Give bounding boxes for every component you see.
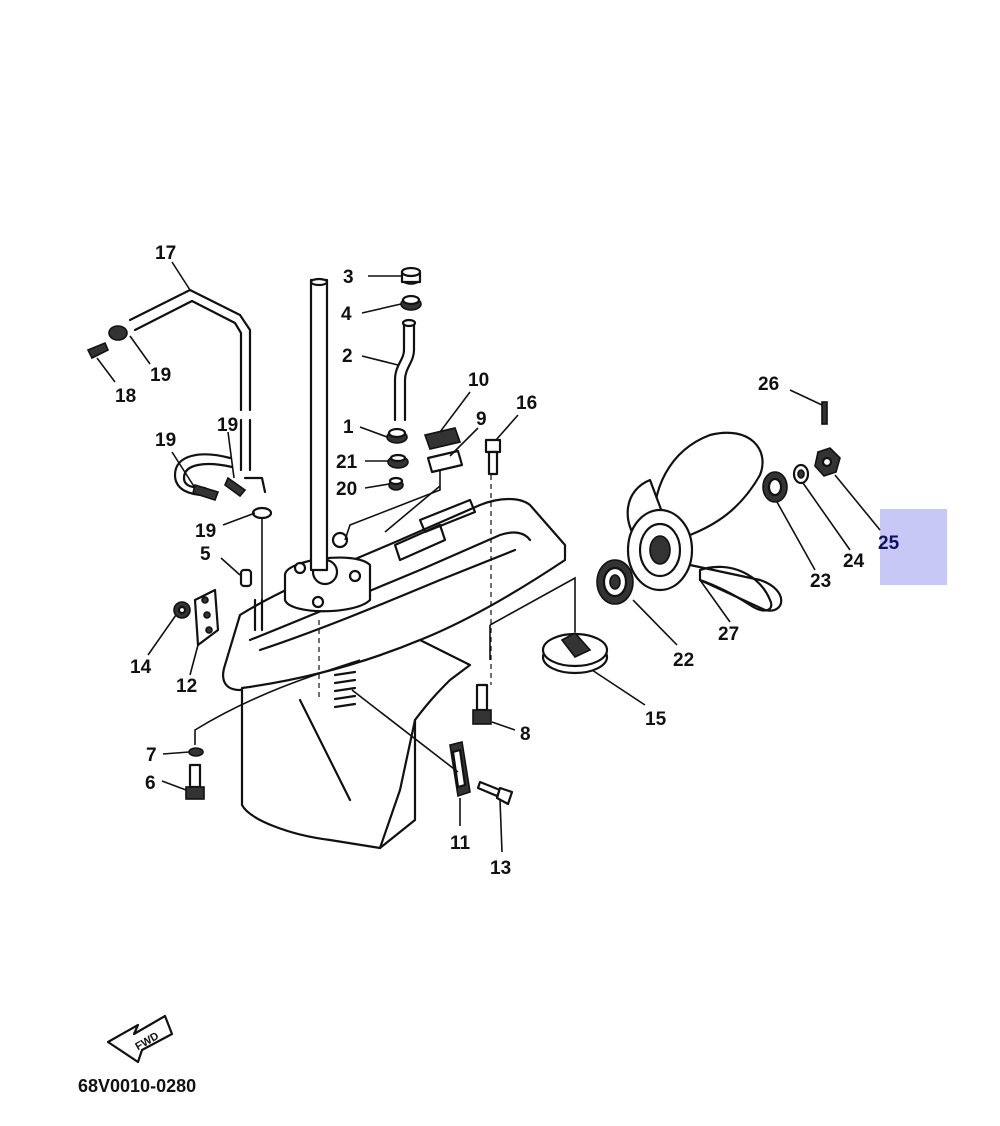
assembly-lines <box>194 470 576 773</box>
spacer-23 <box>762 471 788 503</box>
callout-19-middle[interactable]: 19 <box>217 415 238 436</box>
bolt-8 <box>472 683 492 725</box>
anode-12 <box>193 588 220 647</box>
screw-18 <box>86 341 110 360</box>
callout-23[interactable]: 23 <box>810 571 831 592</box>
water-inlet-slots <box>333 670 357 709</box>
drive-shaft <box>309 277 329 572</box>
callout-6[interactable]: 6 <box>145 773 156 794</box>
hose-joint-19-middle <box>224 476 247 498</box>
callout-4[interactable]: 4 <box>341 304 352 325</box>
bolt-16 <box>484 438 502 476</box>
callout-leaders <box>96 261 881 853</box>
callout-19-top[interactable]: 19 <box>150 365 171 386</box>
callout-27[interactable]: 27 <box>718 624 739 645</box>
washer-24 <box>792 463 810 485</box>
callout-19-left[interactable]: 19 <box>155 430 176 451</box>
anode-11 <box>449 741 471 798</box>
callout-24[interactable]: 24 <box>843 551 865 572</box>
callout-8[interactable]: 8 <box>520 724 531 745</box>
seal-21 <box>387 453 409 469</box>
washer-7 <box>188 747 204 757</box>
diagram-reference-code: 68V0010-0280 <box>78 1076 197 1096</box>
grommet-4 <box>400 294 422 311</box>
callout-25[interactable]: 25 <box>878 533 900 554</box>
nut-14 <box>173 601 191 619</box>
selected-part-highlight <box>880 509 947 585</box>
callout-13[interactable]: 13 <box>490 858 511 879</box>
callout-1[interactable]: 1 <box>343 417 354 438</box>
hose-joint-19-left <box>192 483 220 501</box>
callout-7[interactable]: 7 <box>146 745 157 766</box>
callout-17[interactable]: 17 <box>155 243 176 264</box>
callout-11[interactable]: 11 <box>450 833 471 854</box>
bolt-6 <box>185 763 205 800</box>
cap-15 <box>541 631 609 675</box>
callout-19-lower[interactable]: 19 <box>195 521 216 542</box>
callout-22[interactable]: 22 <box>673 650 694 671</box>
callout-12[interactable]: 12 <box>176 676 197 697</box>
callout-14[interactable]: 14 <box>130 657 152 678</box>
callout-20[interactable]: 20 <box>336 479 357 500</box>
callout-21[interactable]: 21 <box>336 452 358 473</box>
callout-15[interactable]: 15 <box>645 709 667 730</box>
water-tube <box>393 318 417 422</box>
callout-9[interactable]: 9 <box>476 409 487 430</box>
callout-18[interactable]: 18 <box>115 386 136 407</box>
rubber-seal-9 <box>426 449 464 474</box>
callout-2[interactable]: 2 <box>342 346 353 367</box>
callout-3[interactable]: 3 <box>343 267 354 288</box>
nut-25 <box>814 447 841 477</box>
bush-20 <box>388 476 404 491</box>
hose-joint-19-top <box>108 325 128 341</box>
dowel-pin-5 <box>239 568 253 588</box>
screw-13 <box>476 780 514 806</box>
callout-16[interactable]: 16 <box>516 393 537 414</box>
rubber-seal-10 <box>423 427 462 450</box>
seal-1 <box>386 427 408 444</box>
propeller-27 <box>626 431 783 612</box>
cotter-pin-26 <box>821 401 828 425</box>
pilot-water-hose <box>128 288 267 497</box>
callout-5[interactable]: 5 <box>200 544 211 565</box>
thrust-holder-22 <box>596 559 634 605</box>
callout-labels: 1 2 3 4 5 6 7 8 9 10 11 12 13 14 15 16 1… <box>115 243 900 879</box>
callout-10[interactable]: 10 <box>468 370 489 391</box>
callout-26[interactable]: 26 <box>758 374 779 395</box>
forward-direction-arrow: FWD <box>106 1014 174 1064</box>
lower-case-housing <box>222 497 567 850</box>
grommet-3 <box>400 266 422 285</box>
